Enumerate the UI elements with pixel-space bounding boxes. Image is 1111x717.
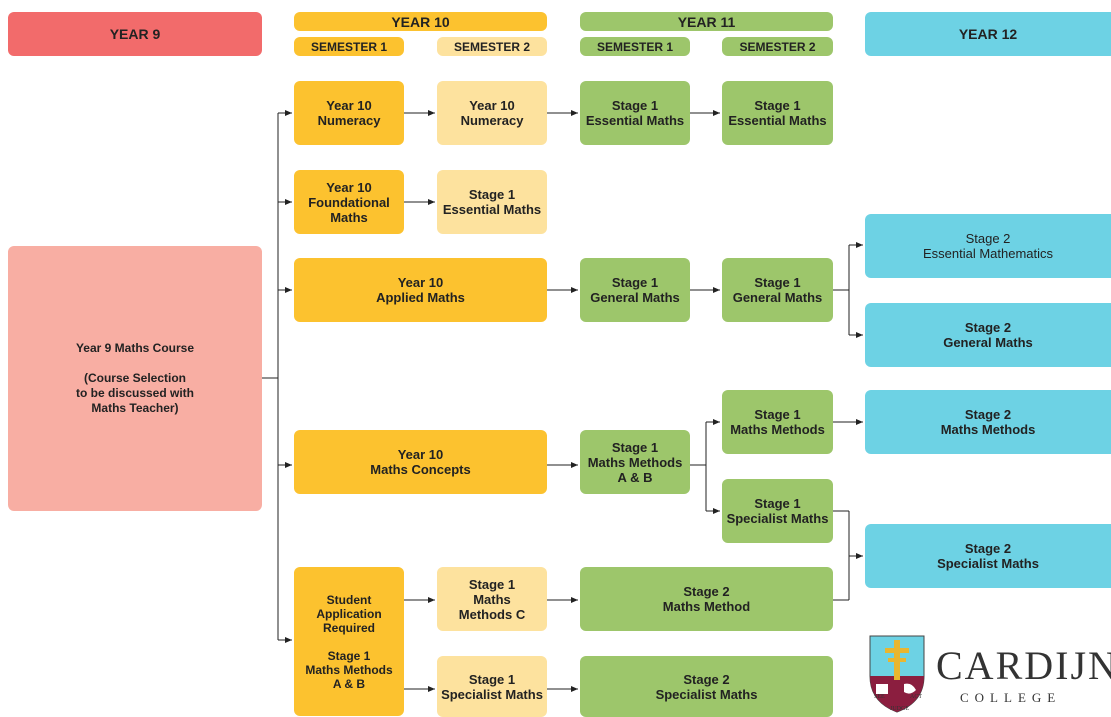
stage2-maths-method: Stage 2 Maths Method <box>580 567 833 631</box>
year10-numeracy-s1: Year 10 Numeracy <box>294 81 404 145</box>
year11-semester1-label: SEMESTER 1 <box>596 39 674 54</box>
stage1-essential-maths-y10s2: Stage 1 Essential Maths <box>437 170 547 234</box>
year10-semester2-header: SEMESTER 2 <box>437 37 547 56</box>
year10-semester2-label: SEMESTER 2 <box>453 39 531 54</box>
college-crest-icon <box>869 635 925 713</box>
year10-applied-maths: Year 10 Applied Maths <box>294 258 547 322</box>
stage1-essential-maths-y11s2: Stage 1 Essential Maths <box>722 81 833 145</box>
logo-motto-mid: JUDGE <box>890 706 909 712</box>
stage1-essential-maths-y11s1: Stage 1 Essential Maths <box>580 81 690 145</box>
stage1-general-maths-y11s2: Stage 1 General Maths <box>722 258 833 322</box>
year12-header: YEAR 12 <box>865 12 1111 56</box>
stage1-maths-methods-y11s2: Stage 1 Maths Methods <box>722 390 833 454</box>
year10-header: YEAR 10 <box>294 12 547 31</box>
stage1-specialist-maths-y11s2: Stage 1 Specialist Maths <box>722 479 833 543</box>
stage1-general-maths-y11s1: Stage 1 General Maths <box>580 258 690 322</box>
stage1-maths-methods-ab-y11s1: Stage 1 Maths Methods A & B <box>580 430 690 494</box>
stage2-specialist-maths-y11: Stage 2 Specialist Maths <box>580 656 833 717</box>
year10-foundational-maths: Year 10 Foundational Maths <box>294 170 404 234</box>
year10-semester1-label: SEMESTER 1 <box>310 39 388 54</box>
year11-header-label: YEAR 11 <box>677 13 736 30</box>
stage1-maths-methods-c: Stage 1 Maths Methods C <box>437 567 547 631</box>
logo-motto-right: ACT <box>910 694 922 700</box>
year10-semester1-header: SEMESTER 1 <box>294 37 404 56</box>
year10-maths-concepts: Year 10 Maths Concepts <box>294 430 547 494</box>
logo-name: CARDIJN <box>936 643 1111 688</box>
stage2-general-maths: Stage 2 General Maths <box>865 303 1111 367</box>
logo-motto-left: SEE <box>874 694 885 700</box>
year11-semester2-header: SEMESTER 2 <box>722 37 833 56</box>
year11-semester1-header: SEMESTER 1 <box>580 37 690 56</box>
student-application-required: Student Application Required Stage 1 Mat… <box>294 567 404 716</box>
year11-semester2-label: SEMESTER 2 <box>739 39 816 54</box>
year9-header-label: YEAR 9 <box>109 26 161 42</box>
year9-header: YEAR 9 <box>8 12 262 56</box>
year10-header-label: YEAR 10 <box>391 13 450 30</box>
stage2-maths-methods: Stage 2 Maths Methods <box>865 390 1111 454</box>
year12-header-label: YEAR 12 <box>958 26 1018 42</box>
year10-numeracy-s2: Year 10 Numeracy <box>437 81 547 145</box>
cardijn-college-logo: CARDIJN COLLEGE SEE JUDGE ACT <box>866 632 1111 717</box>
stage2-essential-mathematics: Stage 2 Essential Mathematics <box>865 214 1111 278</box>
year9-maths-course: Year 9 Maths Course (Course Selection to… <box>8 246 262 511</box>
stage2-specialist-maths-y12: Stage 2 Specialist Maths <box>865 524 1111 588</box>
stage1-specialist-maths-y10s2: Stage 1 Specialist Maths <box>437 656 547 717</box>
logo-sub: COLLEGE <box>960 690 1062 705</box>
year11-header: YEAR 11 <box>580 12 833 31</box>
